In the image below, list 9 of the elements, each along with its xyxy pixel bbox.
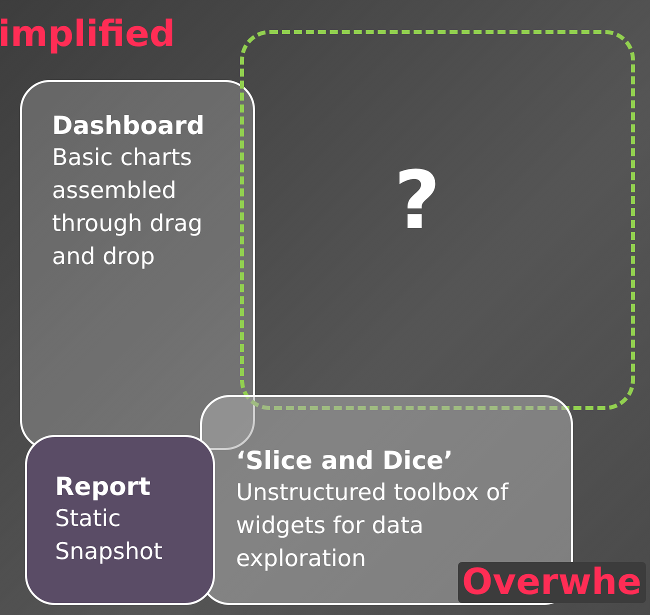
box-heading: ‘Slice and Dice’	[236, 445, 454, 477]
dashed-box	[240, 30, 635, 410]
box-description: Basic charts assembled through drag and drop	[52, 144, 204, 272]
axis-label: implified	[0, 14, 176, 55]
box-heading: Report	[55, 471, 152, 503]
question-mark: ?	[394, 154, 440, 247]
box-heading: Dashboard	[52, 110, 206, 142]
rounded-box	[25, 435, 215, 605]
box-description: Static Snapshot	[55, 505, 164, 567]
